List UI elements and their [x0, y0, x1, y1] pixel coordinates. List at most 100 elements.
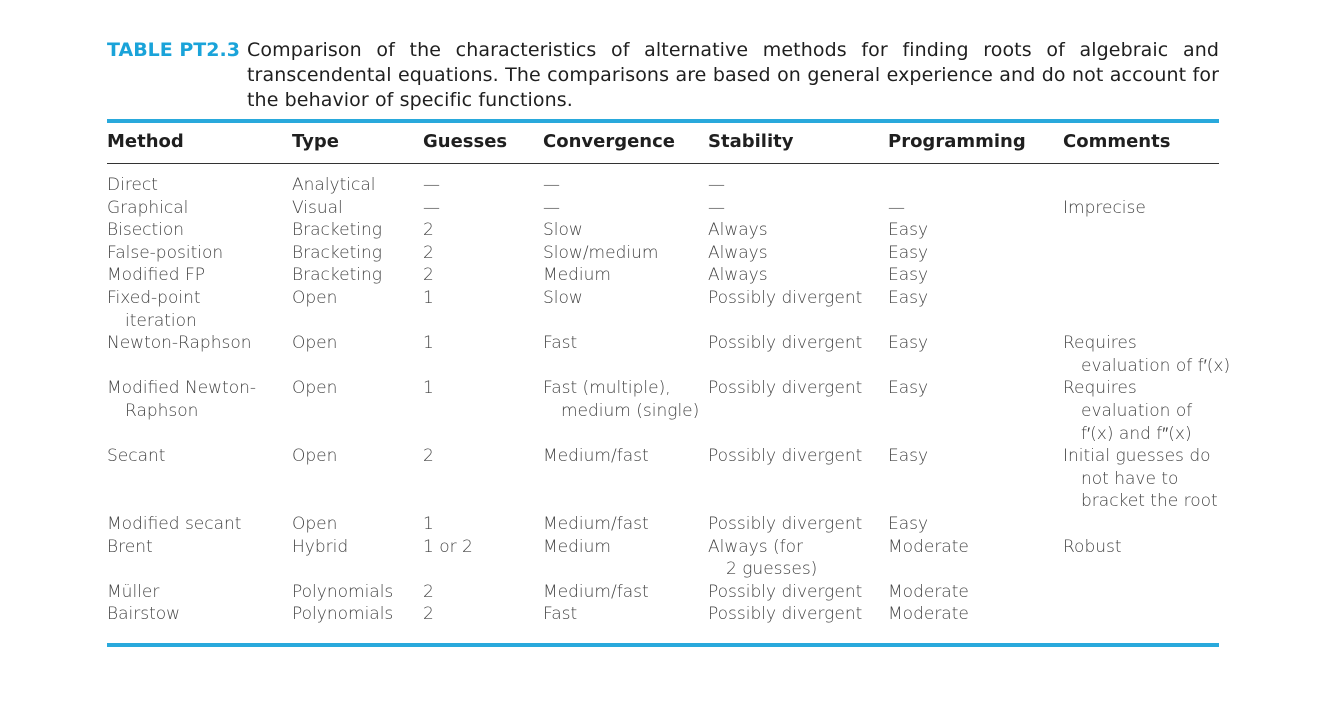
cell-stability: Possibly divergent: [708, 581, 862, 604]
cell-stability: Always: [708, 264, 768, 287]
cell-line: 2: [423, 604, 434, 625]
cell-programming: Easy: [888, 513, 928, 536]
bottom-rule: [107, 643, 1219, 647]
cell-method: Secant: [107, 445, 165, 468]
cell-guesses: 1: [423, 332, 434, 355]
cell-line: 1 or 2: [423, 536, 473, 557]
cell-line: evaluation of: [1081, 400, 1193, 421]
top-rule: [107, 119, 1219, 123]
cell-line: Possibly divergent: [708, 378, 863, 399]
cell-line: Easy: [888, 513, 929, 534]
cell-line: Open: [292, 378, 338, 399]
cell-guesses: 1: [423, 377, 434, 400]
cell-line: Modified Newton-: [107, 378, 256, 399]
cell-stability: Possibly divergent: [708, 445, 862, 468]
cell-convergence: Medium/fast: [543, 513, 649, 536]
cell-line: 2 guesses): [726, 559, 818, 580]
cell-line: 1: [423, 378, 434, 399]
table-row: Modified Newton-Raphson Open 1 Fast (multip…: [107, 377, 1219, 445]
cell-line: Easy: [888, 242, 929, 263]
cell-comments: Robust: [1063, 536, 1122, 559]
cell-line: —: [543, 197, 560, 218]
cell-line: medium (single): [561, 400, 700, 421]
table-row: Secant Open 2 Medium/fast Possibly divergent…: [107, 445, 1219, 513]
cell-line: Fast (multiple),: [543, 378, 671, 399]
cell-line: Newton-Raphson: [107, 333, 252, 354]
cell-programming: Easy: [888, 377, 928, 400]
cell-programming: Moderate: [888, 536, 969, 559]
cell-comments: Imprecise: [1063, 197, 1146, 220]
cell-line: Open: [292, 513, 338, 534]
cell-line: Moderate: [888, 536, 969, 557]
table-label: TABLE PT2.3: [107, 39, 240, 61]
cell-line: f′(x) and f″(x): [1081, 423, 1192, 444]
cell-programming: Easy: [888, 445, 928, 468]
table-row: Müller Polynomials 2 Medium/fast Possibly di…: [107, 581, 1219, 604]
cell-convergence: Slow/medium: [543, 242, 658, 265]
cell-line: Easy: [888, 446, 929, 467]
cell-convergence: Medium: [543, 264, 611, 287]
cell-line: —: [423, 197, 440, 218]
cell-line: 2: [423, 581, 434, 602]
header-type: Type: [292, 131, 339, 152]
cell-line: Possibly divergent: [708, 604, 863, 625]
cell-convergence: Fast: [543, 332, 577, 355]
cell-line: —: [543, 175, 560, 195]
cell-line: Fixed-point: [107, 287, 201, 308]
cell-line: Raphson: [125, 400, 199, 421]
cell-method: Newton-Raphson: [107, 332, 252, 355]
cell-type: Visual: [292, 197, 343, 220]
cell-line: not have to: [1081, 468, 1179, 489]
cell-line: 2: [423, 265, 434, 286]
cell-convergence: Slow: [543, 219, 583, 242]
cell-line: Possibly divergent: [708, 287, 863, 308]
cell-programming: Moderate: [888, 603, 969, 626]
cell-convergence: Medium/fast: [543, 581, 649, 604]
cell-method: Modified secant: [107, 513, 241, 536]
cell-method: Modified FP: [107, 264, 205, 287]
cell-type: Polynomials: [292, 581, 393, 604]
cell-type: Bracketing: [292, 242, 382, 265]
cell-line: Moderate: [888, 604, 969, 625]
cell-line: Modified secant: [107, 513, 242, 534]
cell-line: Polynomials: [292, 581, 394, 602]
cell-line: Secant: [107, 446, 166, 467]
cell-line: Imprecise: [1063, 197, 1146, 218]
cell-line: Direct: [107, 175, 158, 195]
cell-line: Always: [708, 265, 768, 286]
cell-convergence: Medium: [543, 536, 611, 559]
cell-line: Slow/medium: [543, 242, 659, 263]
cell-method: Bairstow: [107, 603, 180, 626]
header-programming: Programming: [888, 131, 1026, 152]
cell-line: Bairstow: [107, 604, 181, 625]
cell-guesses: 1: [423, 287, 434, 310]
cell-method: Direct: [107, 174, 158, 197]
cell-line: Bracketing: [292, 265, 382, 286]
cell-line: Open: [292, 287, 338, 308]
header-guesses: Guesses: [423, 131, 508, 152]
cell-line: Always: [708, 220, 768, 241]
cell-method: Müller: [107, 581, 159, 604]
cell-convergence: Fast (multiple),medium (single): [543, 377, 699, 422]
cell-type: Open: [292, 377, 337, 400]
cell-type: Open: [292, 513, 337, 536]
cell-line: Possibly divergent: [708, 581, 863, 602]
cell-line: Open: [292, 446, 338, 467]
cell-convergence: Medium/fast: [543, 445, 649, 468]
cell-method: False-position: [107, 242, 223, 265]
cell-line: Modified FP: [107, 265, 205, 286]
cell-line: bracket the root: [1081, 491, 1218, 512]
cell-line: evaluation of f′(x): [1081, 355, 1231, 376]
cell-line: Medium/fast: [543, 581, 649, 602]
cell-guesses: —: [423, 197, 440, 220]
cell-guesses: 2: [423, 445, 434, 468]
cell-line: Slow: [543, 220, 583, 241]
cell-line: Slow: [543, 287, 583, 308]
